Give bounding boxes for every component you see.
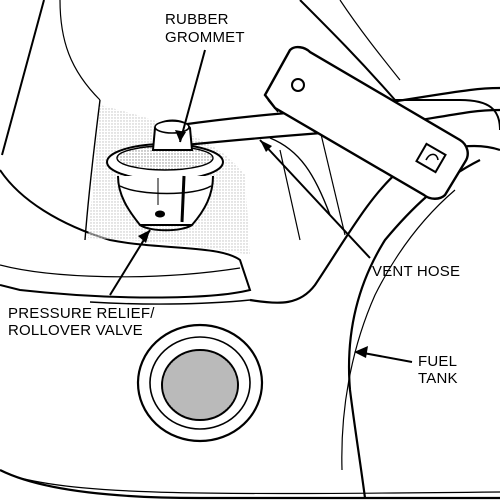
bracket-clip xyxy=(415,142,447,174)
tank-front-edge xyxy=(347,159,481,499)
bracket-hole xyxy=(291,78,305,92)
leader-lines xyxy=(109,49,413,363)
panel-recess-left xyxy=(84,99,101,241)
arrow-fuel-tank xyxy=(354,346,368,358)
label-grommet-line2: GROMMET xyxy=(165,29,245,46)
panel-upper-right xyxy=(299,0,500,131)
valve-nipple-top xyxy=(154,120,190,134)
arrow-valve xyxy=(138,230,150,243)
arrow-grommet xyxy=(175,130,186,142)
leader-fuel-tank xyxy=(357,351,413,363)
valve-tip xyxy=(139,224,193,232)
fuel-tank xyxy=(0,129,500,500)
label-vent-hose: VENT HOSE xyxy=(372,263,460,280)
label-pressure-relief: PRESSURE RELIEF/ xyxy=(8,305,155,322)
valve-body xyxy=(117,175,214,226)
panel-upper-line xyxy=(339,0,401,81)
bracket-clip-hook xyxy=(425,153,439,161)
hose-lower-run xyxy=(269,137,331,216)
valve-mark xyxy=(155,210,165,218)
panel-lower-crease xyxy=(0,264,241,278)
panel-edge-left xyxy=(1,0,45,156)
tank-opening xyxy=(136,323,264,443)
tank-front-inner xyxy=(341,189,456,471)
valve-ring xyxy=(119,185,212,195)
hose-channel-b xyxy=(319,129,346,236)
valve-rib xyxy=(180,175,186,223)
label-fuel: FUEL xyxy=(418,353,457,370)
bracket-edge xyxy=(267,99,279,113)
leader-grommet xyxy=(179,49,206,143)
label-tank: TANK xyxy=(418,370,458,387)
panel-crease xyxy=(59,0,101,101)
label-rollover-valve: ROLLOVER VALVE xyxy=(8,322,143,339)
tank-bottom-edge xyxy=(0,469,500,500)
leader-vent-hose xyxy=(259,139,371,259)
arrow-vent-hose xyxy=(260,140,272,152)
panel-lower-edge xyxy=(0,169,252,299)
hose-bracket xyxy=(263,45,469,200)
body-panel xyxy=(0,0,500,299)
leader-valve xyxy=(109,229,151,296)
label-rubber-line1: RUBBER xyxy=(165,11,229,28)
tank-bottom-inner xyxy=(19,477,500,495)
opening-plug xyxy=(161,349,239,421)
tank-top-edge xyxy=(89,299,251,305)
rollover-valve xyxy=(106,119,224,232)
